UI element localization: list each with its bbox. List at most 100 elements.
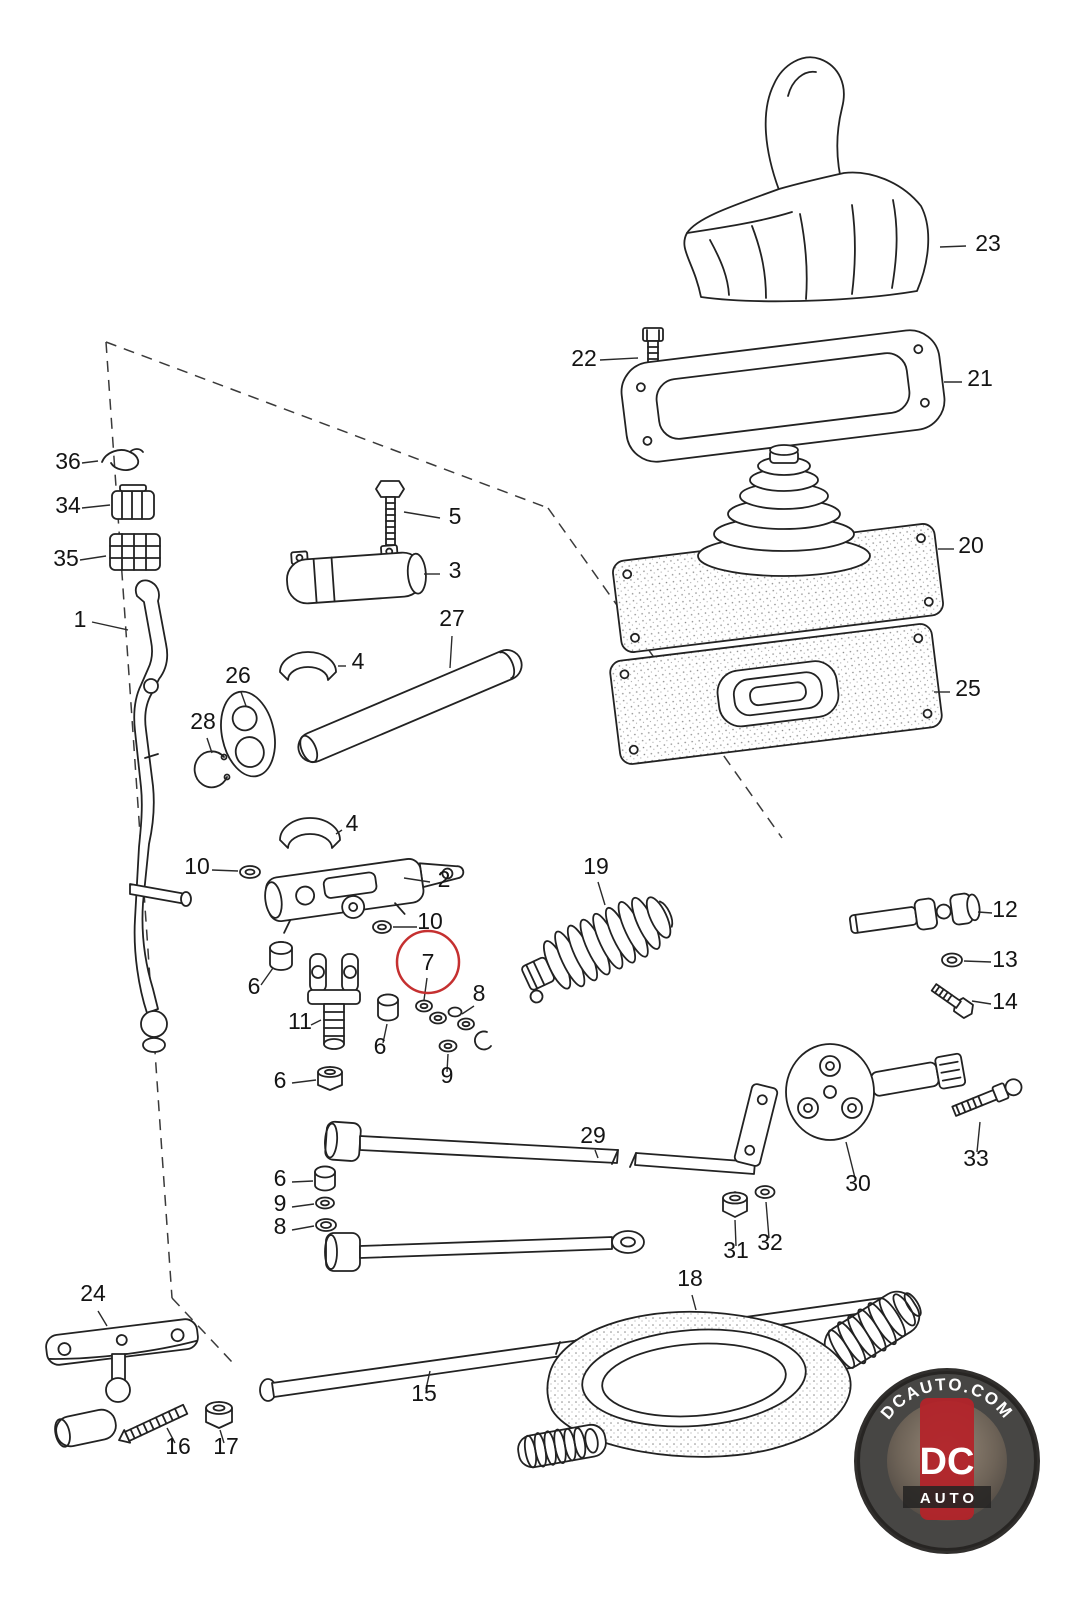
part-6-bushing-b — [377, 993, 399, 1022]
part-label-1-8: 1 — [74, 606, 87, 632]
part-29-shift-rod — [324, 1120, 756, 1175]
leader-line-9-36 — [291, 1203, 315, 1208]
part-label-27-12: 27 — [439, 605, 465, 631]
part-25-gasket-plate — [609, 623, 943, 765]
part-label-32-34: 32 — [757, 1229, 783, 1255]
part-19-bellows-boot — [521, 896, 674, 1004]
part-label-3-10: 3 — [449, 557, 462, 583]
part-32-washer — [754, 1185, 776, 1199]
leader-line-6-24 — [260, 967, 274, 986]
part-label-33-32: 33 — [963, 1145, 989, 1171]
part-label-18-39: 18 — [677, 1265, 703, 1291]
leader-line-17-42 — [219, 1429, 225, 1444]
leader-line-2-17 — [403, 877, 431, 883]
part-9-washer-b — [315, 1196, 335, 1210]
part-24-support-bracket — [45, 1318, 199, 1448]
part-label-12-20: 12 — [992, 896, 1018, 922]
part-6-nut — [317, 1066, 343, 1091]
part-label-14-22: 14 — [992, 988, 1018, 1014]
highlight-circle — [395, 929, 461, 995]
leader-line-23-0 — [939, 245, 967, 248]
construction-lines — [105, 341, 783, 1363]
part-12-universal-joint — [848, 892, 981, 934]
part-label-23-0: 23 — [975, 230, 1001, 256]
part-28-snap-ring — [193, 750, 231, 789]
part-30-flex-coupling — [785, 1043, 967, 1141]
part-label-6-29: 6 — [274, 1067, 287, 1093]
part-10-oring-left — [239, 865, 261, 879]
part-16-bolt — [118, 1403, 189, 1444]
leader-line-18-39 — [691, 1294, 697, 1311]
leader-line-6-27 — [382, 1023, 388, 1044]
leader-line-27-12 — [449, 635, 453, 669]
part-17-nut — [205, 1401, 233, 1429]
dcauto-badge: DCAUTO.COM DC AUTO — [854, 1368, 1040, 1554]
part-7-washers — [415, 999, 447, 1025]
part-label-31-33: 31 — [723, 1237, 749, 1263]
part-2-shift-housing — [264, 858, 465, 934]
part-label-35-7: 35 — [53, 545, 79, 571]
part-6-bushing-a — [269, 941, 293, 971]
leader-line-5-9 — [403, 511, 441, 519]
part-label-21-2: 21 — [967, 365, 993, 391]
part-label-15-40: 15 — [411, 1380, 437, 1406]
part-label-2-17: 2 — [438, 866, 451, 892]
leader-line-13-21 — [963, 960, 992, 963]
leader-line-1-8 — [91, 621, 129, 631]
part-35-connector — [109, 533, 161, 571]
part-3-bearing-housing — [286, 544, 427, 605]
part-label-8-25: 8 — [473, 980, 486, 1006]
part-14-bolt — [930, 983, 974, 1019]
part-label-20-3: 20 — [958, 532, 984, 558]
leader-line-11-26 — [310, 1019, 322, 1026]
leader-line-29-30 — [594, 1149, 599, 1159]
part-label-6-35: 6 — [274, 1165, 287, 1191]
part-8-washers-clip — [447, 1006, 492, 1051]
part-34-connector — [111, 484, 155, 520]
part-label-8-37: 8 — [274, 1213, 287, 1239]
part-label-10-18: 10 — [417, 908, 443, 934]
part-label-11-26: 11 — [288, 1008, 312, 1034]
leader-line-6-35 — [291, 1180, 314, 1183]
leader-line-12-20 — [977, 911, 993, 914]
part-10-oring-right — [372, 920, 392, 934]
badge-ring-border — [854, 1368, 1040, 1554]
leader-line-30-31 — [845, 1141, 856, 1179]
part-label-24-38: 24 — [80, 1280, 106, 1306]
leader-line-15-40 — [425, 1370, 431, 1390]
leader-line-34-6 — [81, 504, 111, 509]
leader-line-7-23 — [423, 977, 428, 1001]
part-13-washer — [941, 952, 963, 968]
leader-line-9-28 — [446, 1053, 449, 1073]
link-rod — [324, 1230, 645, 1272]
construction-line-right — [547, 507, 783, 839]
part-11-clevis — [307, 953, 361, 1050]
bracket-plate — [733, 1083, 779, 1167]
badge-auto-band — [903, 1486, 991, 1508]
part-22-bolt — [642, 327, 664, 379]
part-label-9-28: 9 — [441, 1062, 454, 1088]
leader-line-8-25 — [461, 1005, 475, 1015]
part-26-grommet — [220, 690, 276, 778]
leader-line-19-19 — [597, 881, 606, 906]
part-label-6-27: 6 — [374, 1033, 387, 1059]
part-label-6-24: 6 — [248, 973, 261, 999]
construction-line-bottom — [171, 1297, 233, 1363]
leader-line-6-29 — [291, 1079, 317, 1084]
leader-line-10-16 — [211, 869, 239, 872]
part-label-5-9: 5 — [449, 503, 462, 529]
part-label-17-42: 17 — [213, 1433, 239, 1459]
badge-monogram: DC — [920, 1441, 975, 1483]
part-label-4-11: 4 — [352, 648, 365, 674]
part-6-bushing-c — [314, 1165, 336, 1192]
leader-line-31-33 — [734, 1219, 737, 1247]
part-36-clip — [101, 448, 144, 471]
part-label-10-16: 10 — [184, 853, 210, 879]
part-label-36-5: 36 — [55, 448, 81, 474]
part-label-4-15: 4 — [346, 810, 359, 836]
leader-line-16-41 — [166, 1427, 176, 1444]
part-8-clip-b — [315, 1218, 337, 1232]
